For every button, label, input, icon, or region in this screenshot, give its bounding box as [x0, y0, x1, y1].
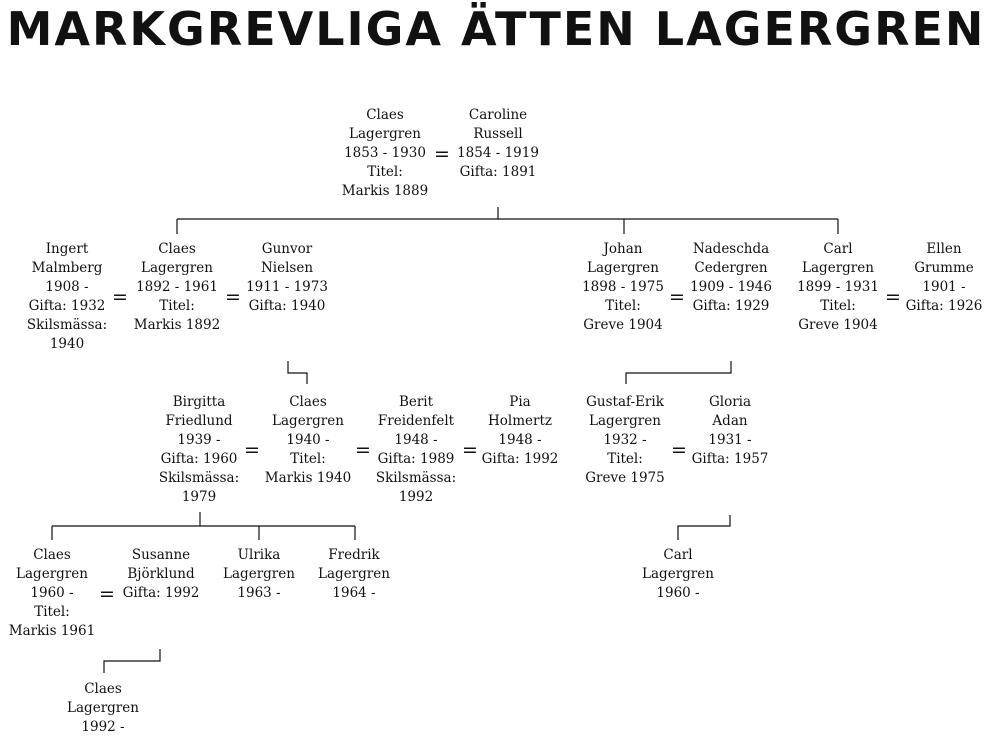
page-title: MARKGREVLIGA ÄTTEN LAGERGREN [6, 2, 986, 56]
connector-claes1940 [287, 361, 308, 384]
person-johan-lagergren: Johan Lagergren 1898 - 1975 Titel: Greve… [582, 241, 664, 333]
marriage-symbol: = [99, 583, 115, 605]
person-claes-1940: Claes Lagergren 1940 - Titel: Markis 194… [264, 394, 352, 486]
marriage-symbol: = [671, 439, 687, 461]
person-gunvor-nielsen: Gunvor Nielsen 1911 - 1973 Gifta: 1940 [246, 241, 328, 314]
person-claes-1992: Claes Lagergren 1992 - [67, 681, 139, 735]
connector-gen1 [176, 207, 839, 234]
marriage-symbol: = [669, 286, 685, 308]
person-caroline-russell: Caroline Russell 1854 - 1919 Gifta: 1891 [457, 107, 539, 180]
person-claes-1853: Claes Lagergren 1853 - 1930 Titel: Marki… [341, 107, 429, 199]
person-ellen-grumme: Ellen Grumme 1901 - Gifta: 1926 [905, 241, 983, 314]
connector-claes1992 [103, 649, 161, 673]
marriage-symbol: = [225, 286, 241, 308]
person-nadeschda-cedergren: Nadeschda Cedergren 1909 - 1946 Gifta: 1… [690, 241, 772, 314]
person-gloria-adan: Gloria Adan 1931 - Gifta: 1957 [691, 394, 769, 467]
connector-gen4 [51, 512, 356, 540]
person-berit-freidenfelt: Berit Freidenfelt 1948 - Gifta: 1989 Ski… [375, 394, 457, 505]
person-claes-1960: Claes Lagergren 1960 - Titel: Markis 196… [8, 547, 96, 639]
marriage-symbol: = [355, 439, 371, 461]
marriage-symbol: = [244, 439, 260, 461]
person-claes-1892: Claes Lagergren 1892 - 1961 Titel: Marki… [133, 241, 221, 333]
person-ingert-malmberg: Ingert Malmberg 1908 - Gifta: 1932 Skils… [26, 241, 108, 352]
connector-carl1960 [677, 515, 731, 540]
marriage-symbol: = [434, 143, 450, 165]
person-birgitta-friedlund: Birgitta Friedlund 1939 - Gifta: 1960 Sk… [158, 394, 240, 505]
marriage-symbol: = [462, 439, 478, 461]
person-pia-holmertz: Pia Holmertz 1948 - Gifta: 1992 [481, 394, 559, 467]
person-carl-1899: Carl Lagergren 1899 - 1931 Titel: Greve … [797, 241, 879, 333]
person-gustaf-erik-lagergren: Gustaf-Erik Lagergren 1932 - Titel: Grev… [585, 394, 665, 486]
person-susanne-bjorklund: Susanne Björklund Gifta: 1992 [122, 547, 200, 601]
connector-gustaferik [625, 361, 732, 384]
person-ulrika-lagergren: Ulrika Lagergren 1963 - [223, 547, 295, 601]
person-carl-1960: Carl Lagergren 1960 - [642, 547, 714, 601]
person-fredrik-lagergren: Fredrik Lagergren 1964 - [318, 547, 390, 601]
marriage-symbol: = [112, 286, 128, 308]
marriage-symbol: = [885, 286, 901, 308]
